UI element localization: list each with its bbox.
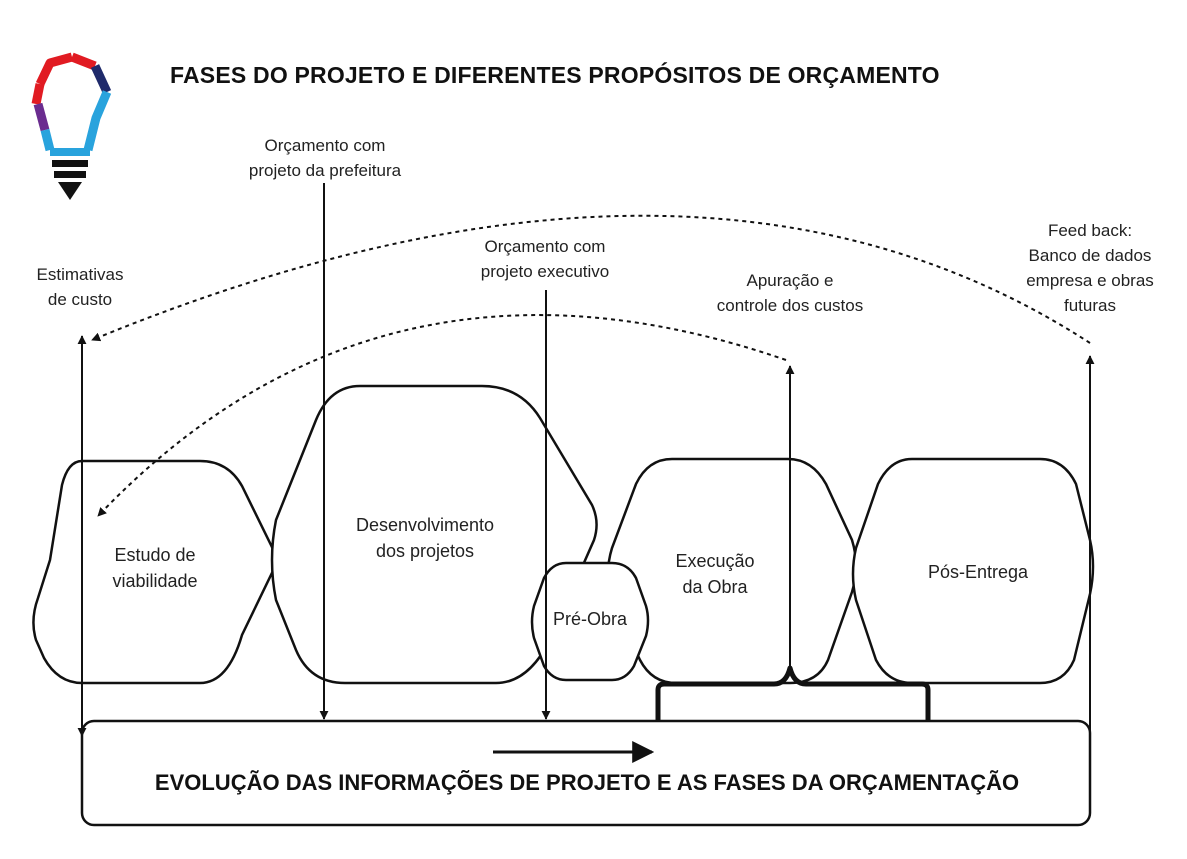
phase-line: Desenvolvimento xyxy=(355,515,495,535)
footer-box xyxy=(80,719,1092,827)
phase-label-pre-obra: Pré-Obra xyxy=(540,606,640,632)
label-estimativas: Estimativas de custo xyxy=(20,262,140,312)
label-line: Orçamento com xyxy=(484,237,606,256)
phase-line: viabilidade xyxy=(112,571,198,591)
label-orc-prefeitura: Orçamento com projeto da prefeitura xyxy=(220,133,430,183)
label-apuracao: Apuração e controle dos custos xyxy=(690,268,890,318)
phase-line: da Obra xyxy=(682,577,748,597)
label-line: de custo xyxy=(47,290,113,309)
phase-line: dos projetos xyxy=(375,541,475,561)
phase-line: Pré-Obra xyxy=(552,609,628,629)
label-line: projeto da prefeitura xyxy=(248,161,402,180)
label-line: Banco de dados xyxy=(1028,246,1152,265)
phase-label-estudo: Estudo de viabilidade xyxy=(80,542,230,594)
phase-label-desenvolvimento: Desenvolvimento dos projetos xyxy=(335,512,515,564)
label-line: futuras xyxy=(1064,296,1116,315)
label-line: projeto executivo xyxy=(480,262,610,281)
phase-shape-pre-obra xyxy=(530,561,650,682)
phase-label-pos-entrega: Pós-Entrega xyxy=(898,559,1058,585)
label-line: controle dos custos xyxy=(716,296,864,315)
label-line: Feed back: xyxy=(1047,221,1133,240)
phase-shape-desenvolvimento xyxy=(270,384,598,685)
label-line: Estimativas xyxy=(36,265,124,284)
label-line: empresa e obras xyxy=(1026,271,1154,290)
phase-line: Execução xyxy=(675,551,755,571)
footer-text: EVOLUÇÃO DAS INFORMAÇÕES DE PROJETO E AS… xyxy=(154,770,1020,795)
phase-label-execucao: Execução da Obra xyxy=(650,548,780,600)
label-line: Apuração e xyxy=(746,271,834,290)
phase-shape-estudo xyxy=(32,459,277,685)
phase-line: Pós-Entrega xyxy=(927,562,1029,582)
page-title: FASES DO PROJETO E DIFERENTES PROPÓSITOS… xyxy=(170,62,940,88)
label-orc-executivo: Orçamento com projeto executivo xyxy=(450,234,640,284)
label-line: Orçamento com xyxy=(264,136,386,155)
label-feedback: Feed back: Banco de dados empresa e obra… xyxy=(1002,218,1178,318)
phase-shape-pos-entrega xyxy=(851,457,1095,685)
lightbulb-icon xyxy=(31,52,112,200)
phase-shape-execucao xyxy=(606,457,858,685)
phase-line: Estudo de xyxy=(114,545,196,565)
